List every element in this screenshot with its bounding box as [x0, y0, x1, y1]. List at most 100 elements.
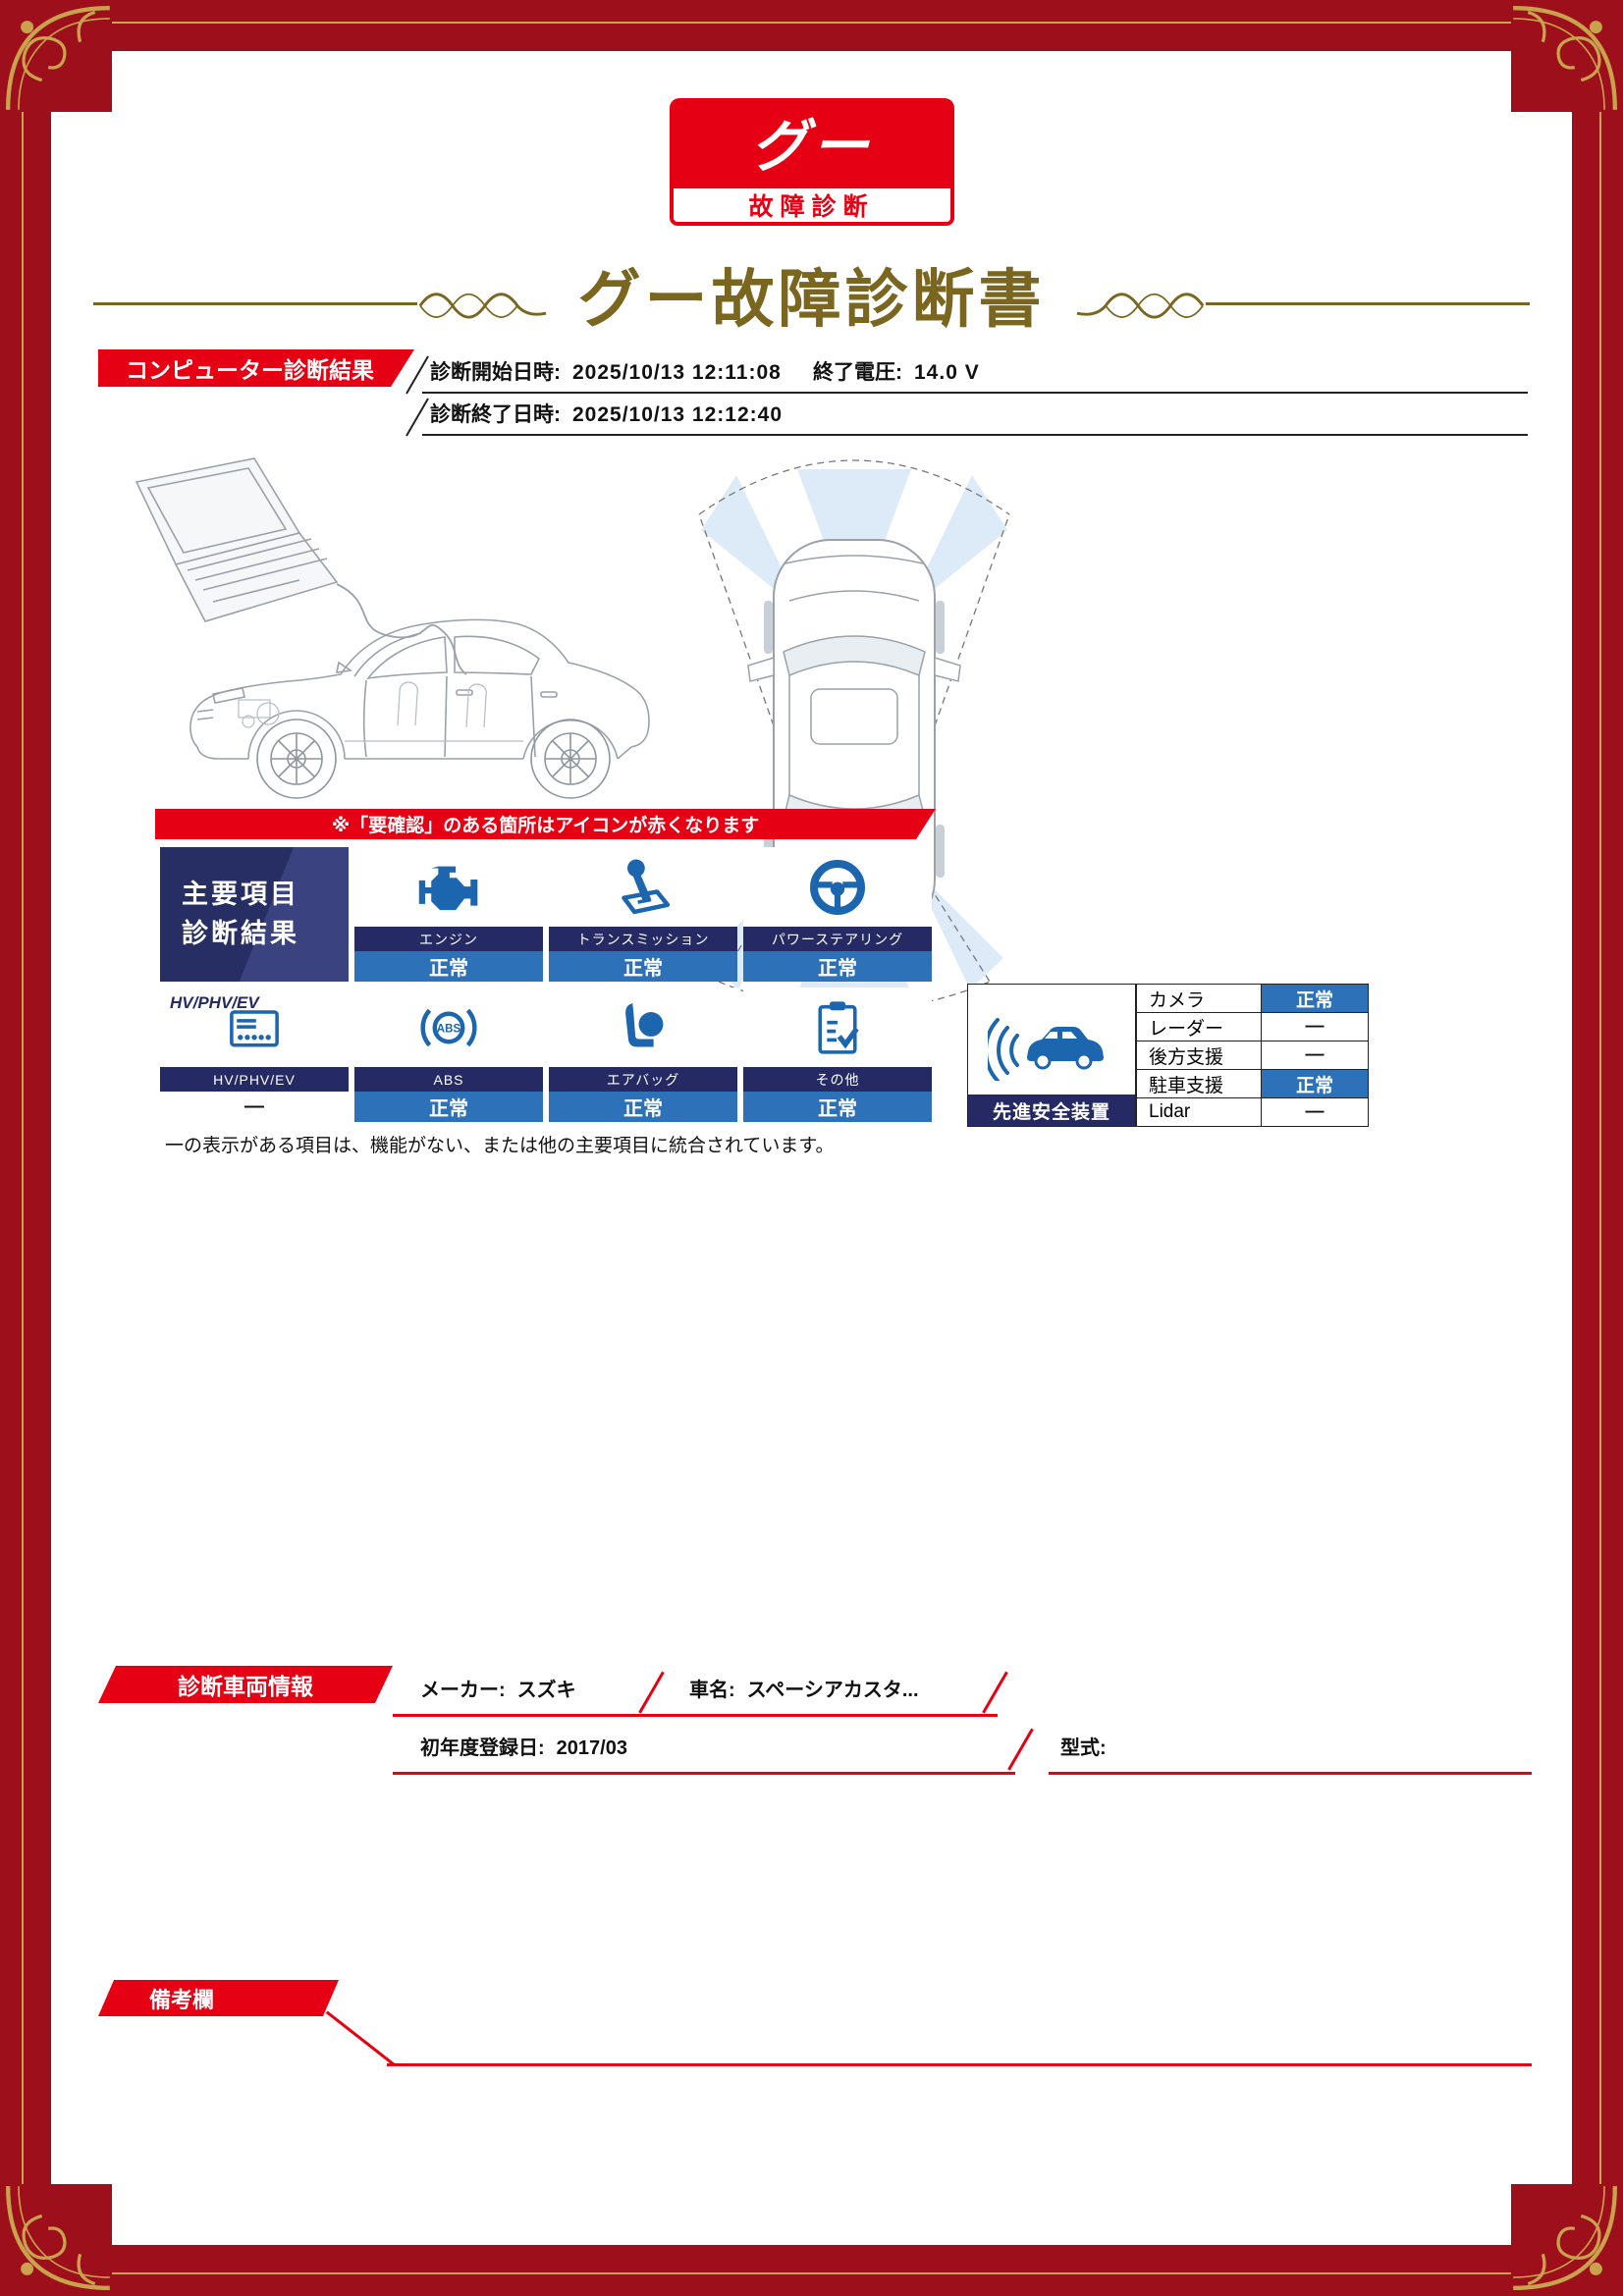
- diagnostic-card-power-steering: パワーステアリング 正常: [743, 847, 932, 982]
- safety-row-value: —: [1261, 1097, 1369, 1127]
- safety-row-parking-assist: 駐車支援 正常: [1136, 1069, 1369, 1098]
- diagnostic-card-engine: エンジン 正常: [354, 847, 543, 982]
- card-status: 正常: [549, 1092, 737, 1122]
- diagnostic-card-transmission: トランスミッション 正常: [549, 847, 737, 982]
- divider-rule: [422, 434, 1528, 436]
- airbag-icon: [549, 988, 737, 1067]
- vehicle-first-registration-label: 初年度登録日:: [420, 1737, 545, 1759]
- diagnosis-voltage-value: 14.0 V: [914, 361, 980, 384]
- vehicle-maker-field: メーカー: スズキ: [420, 1674, 576, 1702]
- paper-sheet: [51, 51, 1572, 2245]
- main-results-panel-line2: 診断結果: [182, 918, 299, 948]
- main-results-panel-line1: 主要項目: [182, 880, 299, 910]
- title-flourish-icon: [1073, 287, 1207, 322]
- sedan-interior-lines: [238, 681, 523, 742]
- safety-panel-title: 先進安全装置: [968, 1095, 1135, 1126]
- safety-car-icon: [968, 985, 1135, 1095]
- card-label: トランスミッション: [549, 927, 737, 951]
- corner-ornament-icon: [6, 6, 112, 112]
- notice-banner: ※「要確認」のある箇所はアイコンが赤くなります: [155, 809, 936, 839]
- card-label: その他: [743, 1067, 932, 1092]
- goo-logo-mark: グー: [669, 98, 954, 185]
- section-header-vehicle-info: 診断車両情報: [98, 1666, 393, 1703]
- diagnostic-card-other: その他 正常: [743, 988, 932, 1122]
- safety-row-label: 駐車支援: [1136, 1069, 1262, 1098]
- transmission-icon: [549, 847, 737, 927]
- sedan-wheels: [256, 719, 611, 799]
- card-label: エアバッグ: [549, 1067, 737, 1092]
- field-underline: [393, 1714, 998, 1717]
- safety-row-label: 後方支援: [1136, 1041, 1262, 1070]
- card-status: —: [160, 1092, 349, 1122]
- corner-ornament-icon: [1511, 2184, 1617, 2290]
- diagnosis-voltage-label: 終了電圧:: [813, 361, 902, 384]
- title-flourish-icon: [416, 287, 550, 322]
- diagnosis-end-value: 2025/10/13 12:12:40: [572, 403, 783, 426]
- safety-row-rear-assist: 後方支援 —: [1136, 1041, 1369, 1070]
- ev-system-icon: HV/PHV/EV: [160, 988, 349, 1067]
- card-status: 正常: [354, 951, 543, 982]
- diagnosis-end-row: 診断終了日時: 2025/10/13 12:12:40: [430, 399, 783, 428]
- safety-row-value: —: [1261, 1012, 1369, 1041]
- diagnostic-card-hv-phv-ev: HV/PHV/EV HV/PHV/EV —: [160, 988, 349, 1122]
- diagnosis-start-label: 診断開始日時:: [430, 361, 561, 384]
- diagnosis-voltage-row: 終了電圧: 14.0 V: [813, 356, 980, 386]
- card-label: パワーステアリング: [743, 927, 932, 951]
- card-label: ABS: [354, 1067, 543, 1092]
- safety-row-label: Lidar: [1136, 1097, 1262, 1127]
- diagnosis-start-value: 2025/10/13 12:11:08: [572, 361, 782, 384]
- corner-ornament-icon: [1511, 6, 1617, 112]
- vehicle-model-field: 型式:: [1060, 1732, 1118, 1760]
- hv-heading: HV/PHV/EV: [170, 993, 259, 1012]
- main-results-panel: 主要項目 診断結果: [160, 847, 349, 982]
- vehicle-name-label: 車名:: [689, 1680, 735, 1701]
- card-status: 正常: [743, 1092, 932, 1122]
- vehicle-first-registration-value: 2017/03: [556, 1737, 627, 1759]
- card-label: HV/PHV/EV: [160, 1067, 349, 1092]
- divider-rule: [422, 392, 1528, 394]
- steering-wheel-icon: [743, 847, 932, 927]
- section-header-computer-diagnosis: コンピューター診断結果: [98, 349, 414, 387]
- remarks-underline: [387, 2063, 1532, 2066]
- safety-devices-panel: 先進安全装置: [967, 984, 1136, 1127]
- section-header-remarks: 備考欄: [98, 1980, 339, 2016]
- card-label: エンジン: [354, 927, 543, 951]
- vehicle-maker-value: スズキ: [516, 1680, 576, 1701]
- laptop-icon: [135, 457, 339, 622]
- vehicle-model-label: 型式:: [1060, 1737, 1107, 1759]
- vehicle-name-value: スペーシアカスタ...: [746, 1680, 919, 1701]
- goo-logo-caption: 故障診断: [669, 185, 954, 226]
- field-underline: [1049, 1772, 1532, 1775]
- safety-row-label: カメラ: [1136, 984, 1262, 1013]
- checklist-icon: [743, 988, 932, 1067]
- abs-icon: ABS: [354, 988, 543, 1067]
- grid-footnote: 一の表示がある項目は、機能がない、または他の主要項目に統合されています。: [165, 1136, 835, 1156]
- diagnostic-card-abs: ABS ABS 正常: [354, 988, 543, 1122]
- sedan-wireframe: [189, 618, 650, 760]
- safety-row-camera: カメラ 正常: [1136, 984, 1369, 1013]
- field-underline: [393, 1772, 1015, 1775]
- vehicle-first-registration-field: 初年度登録日: 2017/03: [420, 1732, 627, 1760]
- safety-row-radar: レーダー —: [1136, 1012, 1369, 1041]
- page-title: グー故障診断書: [577, 264, 1046, 335]
- vehicle-name-field: 車名: スペーシアカスタ...: [689, 1674, 919, 1702]
- diagnosis-start-row: 診断開始日時: 2025/10/13 12:11:08: [430, 356, 782, 386]
- svg-text:ABS: ABS: [437, 1023, 461, 1035]
- engine-icon: [354, 847, 543, 927]
- vehicle-maker-label: メーカー:: [420, 1680, 506, 1701]
- safety-row-value: 正常: [1261, 1069, 1369, 1098]
- safety-row-lidar: Lidar —: [1136, 1097, 1369, 1127]
- card-status: 正常: [549, 951, 737, 982]
- card-status: 正常: [354, 1092, 543, 1122]
- corner-ornament-icon: [6, 2184, 112, 2290]
- car-side-illustration: [103, 447, 673, 829]
- diagnosis-end-label: 診断終了日時:: [430, 403, 561, 426]
- safety-row-value: —: [1261, 1041, 1369, 1070]
- safety-row-value: 正常: [1261, 984, 1369, 1013]
- title-rule-right: [1206, 302, 1530, 305]
- card-status: 正常: [743, 951, 932, 982]
- safety-row-label: レーダー: [1136, 1012, 1262, 1041]
- diagnostic-card-airbag: エアバッグ 正常: [549, 988, 737, 1122]
- title-rule-left: [93, 302, 417, 305]
